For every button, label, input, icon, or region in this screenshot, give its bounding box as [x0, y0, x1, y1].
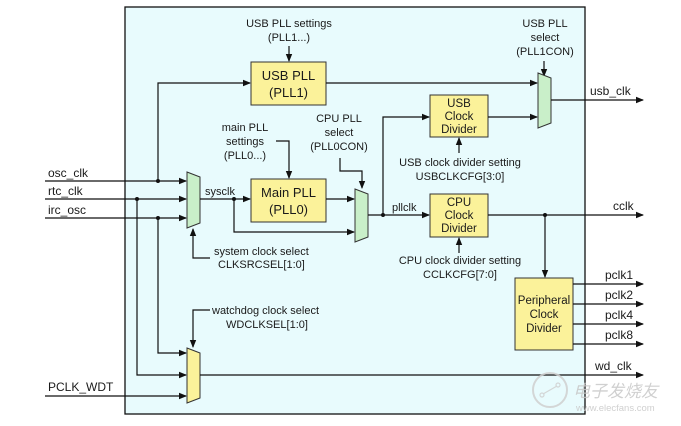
annotation-usb-pll-settings: USB PLL settings — [246, 18, 332, 30]
usb-pll-block — [250, 61, 327, 106]
annotation-main-pll: main PLL — [222, 122, 268, 134]
wire-clksrcsel — [189, 228, 210, 259]
main-pll-block — [250, 178, 327, 223]
wire-main-pll-settings — [276, 140, 293, 179]
annotation-watchdog-clock-select: watchdog clock select — [211, 305, 319, 317]
watermark-logo-dot — [555, 382, 561, 388]
annotation-clksrcsel: CLKSRCSEL[1:0] — [218, 259, 305, 271]
output-label-wd-clk: wd_clk — [594, 359, 633, 373]
annotation-pll1-settings: (PLL1...) — [268, 32, 310, 44]
output-label-usb-clk: usb_clk — [590, 84, 632, 98]
annotation-pll0con: (PLL0CON) — [310, 141, 367, 153]
annotation-pll1con: (PLL1CON) — [516, 46, 573, 58]
output-label-pclk8: pclk8 — [605, 328, 633, 342]
input-wires — [45, 79, 251, 400]
watermark-logo-icon — [532, 372, 568, 408]
signal-label-sysclk: sysclk — [205, 186, 235, 198]
output-label-pclk4: pclk4 — [605, 308, 633, 322]
input-label-rtc-clk: rtc_clk — [48, 184, 84, 198]
cpu-clock-divider-label: Clock — [445, 210, 474, 222]
cpu-clock-divider-label: Divider — [441, 223, 477, 235]
peripheral-clock-divider-label: Peripheral — [518, 295, 570, 307]
watermark-url: www.elecfans.com — [575, 403, 655, 414]
cpu-clock-divider-block — [429, 193, 489, 238]
cpu-clock-divider-label: CPU — [447, 197, 471, 209]
annotation-cpu-pll-select: select — [325, 127, 354, 139]
wire-pll0con — [339, 158, 366, 189]
annotation-wdclksel: WDCLKSEL[1:0] — [226, 319, 308, 331]
input-label-osc-clk: osc_clk — [48, 166, 89, 180]
peripheral-clock-divider-block — [514, 277, 574, 351]
junction-dot — [156, 216, 160, 220]
peripheral-clock-divider-label: Clock — [530, 309, 559, 321]
output-label-pclk1: pclk1 — [605, 268, 633, 282]
annotation-usbclkcfg: USBCLKCFG[3:0] — [416, 171, 505, 183]
watermark: 电子发烧友 www.elecfans.com — [532, 372, 660, 414]
usb-pll-label: USB PLL — [262, 68, 315, 83]
annotation-pll0-settings: (PLL0...) — [224, 150, 266, 162]
annotation-usb-clock-divider-setting: USB clock divider setting — [399, 157, 521, 169]
signal-label-pllclk: pllclk — [392, 202, 417, 214]
output-label-pclk2: pclk2 — [605, 288, 633, 302]
annotation-cpu-pll: CPU PLL — [316, 113, 362, 125]
sysclk-mux — [186, 171, 201, 229]
usb-clock-divider-label: Divider — [441, 124, 477, 136]
main-pll-sublabel: (PLL0) — [269, 202, 308, 217]
usb-clock-divider-label: Clock — [445, 111, 474, 123]
junction-dot — [135, 197, 139, 201]
annotation-usb-pll: USB PLL — [522, 18, 567, 30]
usb-pll-sublabel: (PLL1) — [269, 85, 308, 100]
wire-irc-to-wdt-mux — [157, 218, 187, 357]
wire-sysclk-bypass — [233, 199, 355, 236]
main-pll-label: Main PLL — [261, 185, 316, 200]
peripheral-clock-divider-label: Divider — [526, 323, 562, 335]
usb-clock-divider-label: USB — [447, 98, 471, 110]
watermark-logo-dot — [539, 392, 545, 398]
input-label-irc-osc: irc_osc — [48, 203, 86, 217]
wire-rtc-to-wdt-mux — [136, 199, 187, 379]
annotation-cclkcfg: CCLKCFG[7:0] — [423, 269, 497, 281]
annotation-usb-pll-select: select — [531, 32, 560, 44]
watermark-logo-line — [542, 385, 558, 395]
annotation-main-pll-settings: settings — [226, 136, 264, 148]
watchdog-mux — [186, 347, 201, 404]
wire-osc-to-usb-pll — [157, 79, 251, 181]
watermark-brand: 电子发烧友 — [573, 382, 660, 401]
wire-pllclk-to-usb-div — [382, 113, 430, 215]
output-label-cclk: cclk — [613, 199, 635, 213]
junction-dot — [156, 179, 160, 183]
input-label-pclk-wdt: PCLK_WDT — [48, 380, 114, 394]
usb-pll-mux — [537, 72, 552, 129]
wire-wdclksel — [189, 309, 210, 348]
cpu-pll-mux — [354, 188, 369, 243]
annotation-cpu-clock-divider-setting: CPU clock divider setting — [399, 255, 521, 267]
annotation-system-clock-select: system clock select — [214, 246, 309, 258]
usb-clock-divider-block — [429, 94, 489, 138]
